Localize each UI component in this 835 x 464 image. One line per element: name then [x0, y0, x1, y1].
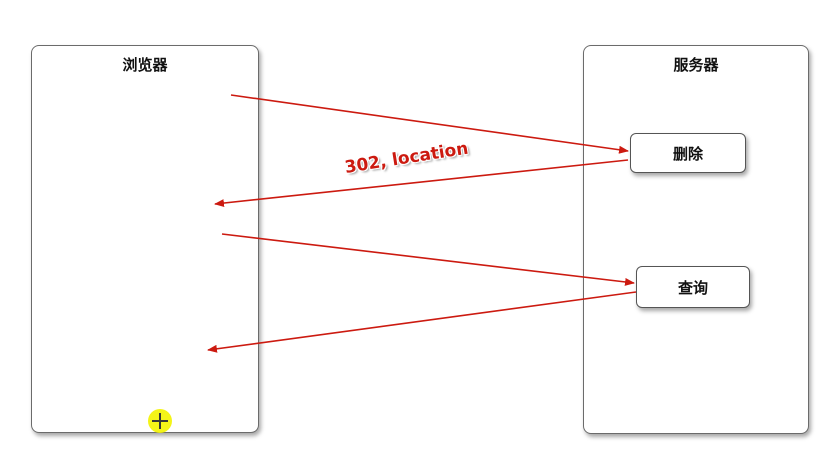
query-request-arrow	[221, 233, 635, 286]
browser-panel: 浏览器	[31, 45, 259, 433]
query-node: 查询	[636, 266, 750, 308]
redirect-label: 302, location	[343, 138, 470, 178]
cursor-crosshair-icon	[148, 409, 172, 433]
query-response-arrow	[207, 291, 637, 353]
server-title: 服务器	[673, 56, 719, 74]
delete-node: 删除	[630, 133, 746, 173]
delete-request-arrow	[230, 94, 629, 154]
redirect-response-arrow	[214, 159, 629, 208]
server-panel: 服务器	[583, 45, 809, 434]
browser-title: 浏览器	[122, 56, 168, 74]
